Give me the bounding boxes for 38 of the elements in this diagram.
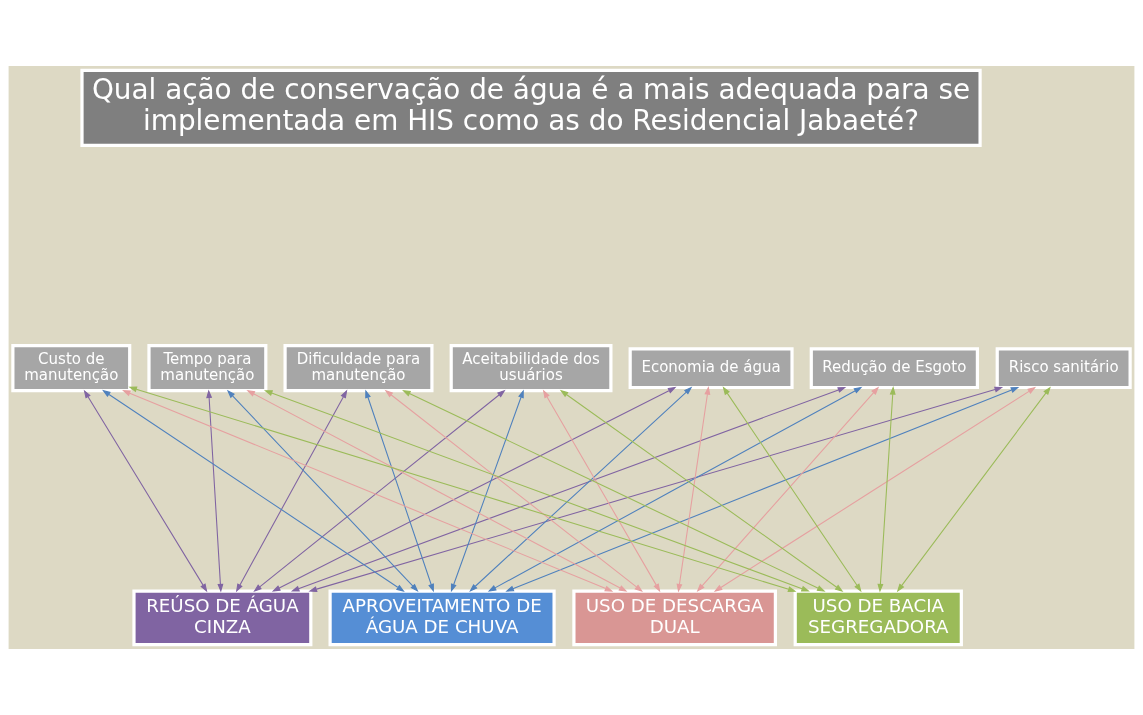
node-box: Custo de manutenção <box>11 344 132 393</box>
arrow <box>206 389 224 593</box>
arrow <box>559 389 844 592</box>
node-box: APROVEITAMENTO DE ÁGUA DE CHUVA <box>328 589 556 647</box>
arrow <box>253 389 506 593</box>
arrow <box>246 389 628 592</box>
node-box: Redução de Esgoto <box>809 347 979 390</box>
arrow <box>384 389 643 593</box>
node-box: Risco sanitário <box>995 347 1132 390</box>
arrow <box>877 386 896 593</box>
arrow <box>469 386 693 592</box>
arrow <box>505 386 1020 592</box>
arrow <box>450 389 524 593</box>
arrow <box>402 390 826 592</box>
arrow <box>896 386 1051 593</box>
arrow <box>487 386 863 592</box>
node-box: Dificuldade para manutenção <box>283 344 434 393</box>
arrow <box>676 386 711 593</box>
node-box: Tempo para manutenção <box>147 344 268 393</box>
node-box: Qual ação de conservação de água é a mais adequada para se implementada em HIS como as do Residencial Jabaeté? <box>80 68 982 147</box>
arrow <box>83 389 208 593</box>
arrow <box>271 386 677 592</box>
arrow <box>235 389 348 593</box>
node-box: USO DE DESCARGA DUAL <box>572 589 777 647</box>
node-box: Economia de água <box>628 347 794 390</box>
arrow <box>102 389 405 592</box>
arrow <box>365 389 434 593</box>
arrow <box>713 386 1037 592</box>
arrow <box>226 389 419 592</box>
arrow <box>308 386 1004 592</box>
arrow <box>722 386 862 593</box>
node-box: Aceitabilidade dos usuários <box>449 344 613 393</box>
arrow <box>122 390 614 592</box>
arrow <box>696 386 880 593</box>
node-box: REÚSO DE ÁGUA CINZA <box>132 589 313 647</box>
arrow <box>542 389 661 593</box>
arrow <box>128 386 797 593</box>
node-box: USO DE BACIA SEGREGADORA <box>793 589 963 647</box>
